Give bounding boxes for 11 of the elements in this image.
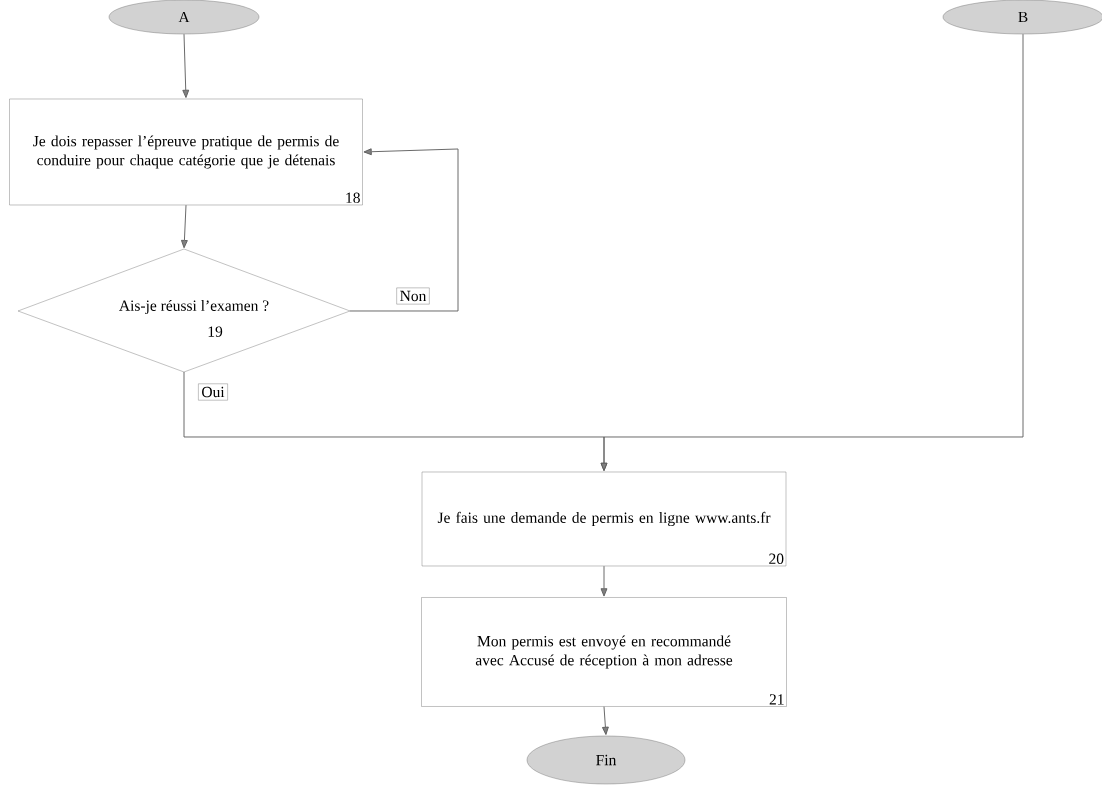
arrow	[182, 33, 190, 98]
arrow	[600, 33, 1024, 471]
edge-label: Oui	[198, 383, 228, 401]
arrow	[181, 204, 188, 249]
arrow	[602, 706, 609, 735]
process-box: Je dois repasser l’épreuve pratique de permis de conduire pour chaque catégorie que je détenais 18	[9, 98, 363, 206]
process-box: Je fais une demande de permis en ligne www.ants.fr 20	[421, 471, 787, 567]
edge-label: Non	[396, 287, 430, 305]
process-box: Mon permis est envoyé en recommandé avec Accusé de réception à mon adresse 21	[421, 597, 787, 707]
arrow	[600, 565, 608, 597]
arrow	[349, 148, 459, 312]
